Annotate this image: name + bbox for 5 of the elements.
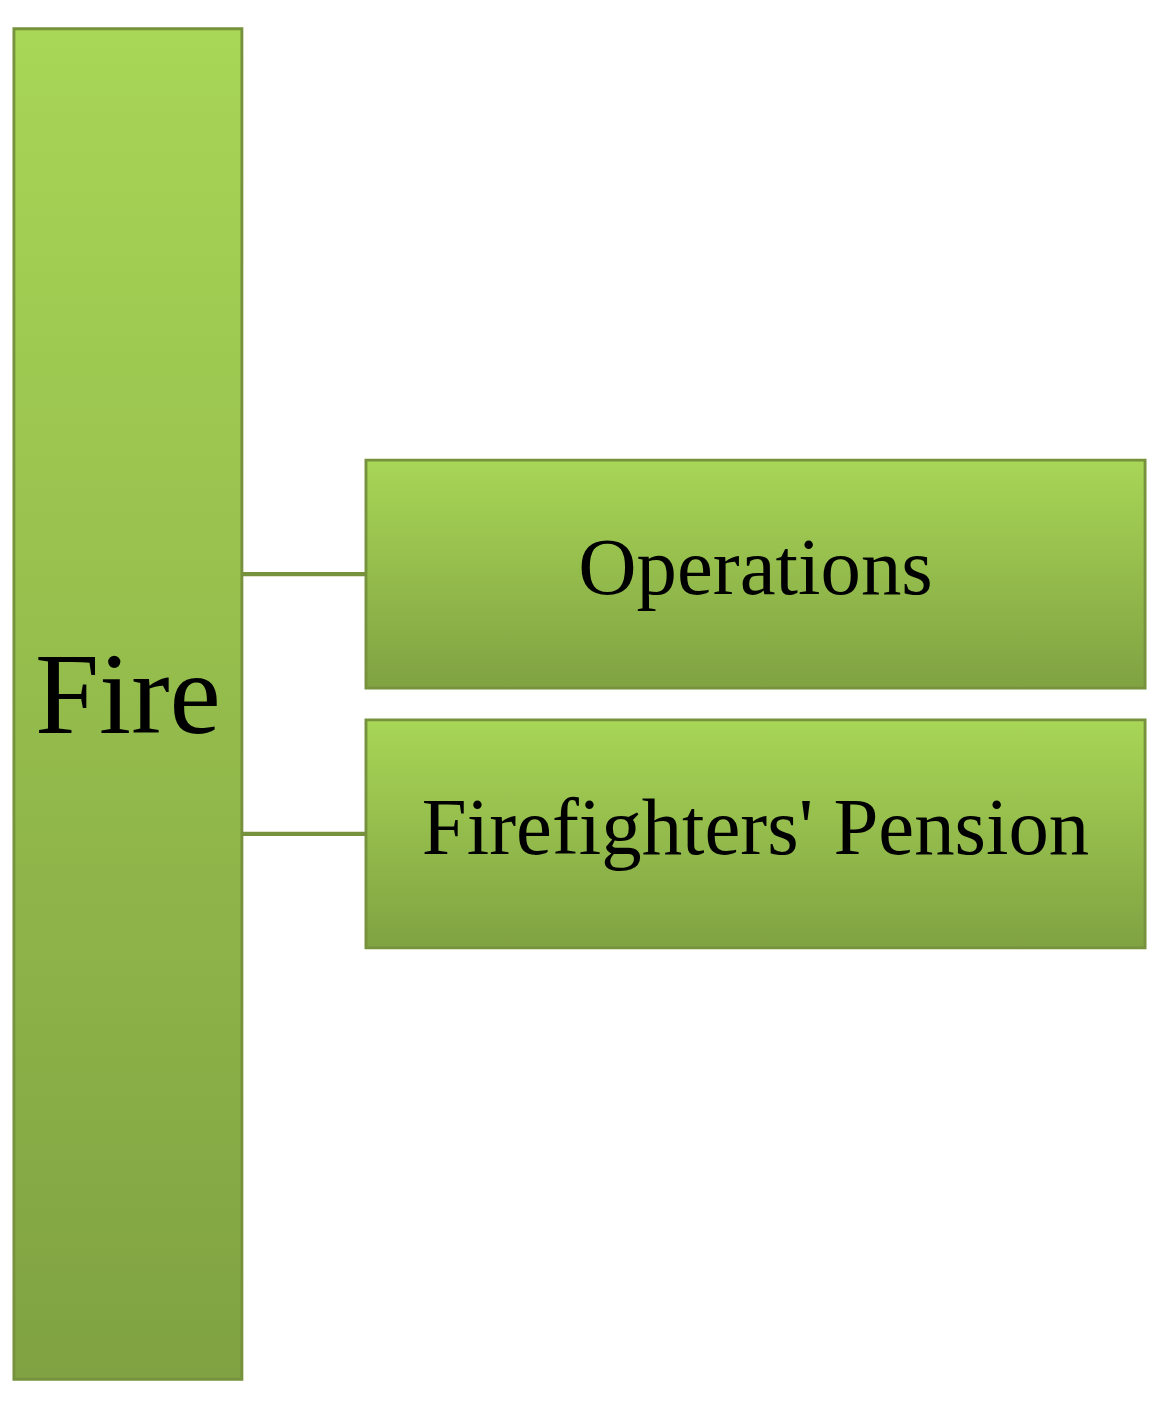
node-box: Fire bbox=[12, 26, 244, 1381]
node-box: Firefighters' Pension bbox=[364, 717, 1147, 949]
connector bbox=[241, 571, 366, 576]
node-box: Operations bbox=[364, 458, 1147, 690]
connector bbox=[241, 831, 366, 836]
